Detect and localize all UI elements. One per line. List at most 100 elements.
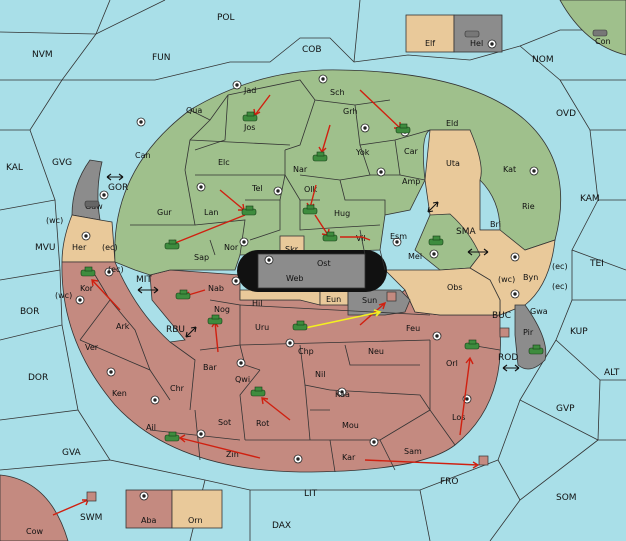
fleet-icon[interactable] — [84, 200, 100, 208]
order-rot-qwi — [261, 397, 291, 421]
label-skr: Skr — [285, 245, 299, 254]
army-units — [80, 111, 544, 442]
label-buc: BUC — [492, 311, 511, 321]
army-icon[interactable] — [312, 151, 328, 162]
label-sun: Sun — [362, 296, 377, 305]
province-elf[interactable] — [405, 14, 455, 53]
label-hil: Hil — [252, 299, 262, 308]
label-swm: SWM — [80, 513, 102, 523]
label-rie: Rie — [522, 202, 535, 211]
fleet-icon[interactable] — [464, 30, 480, 38]
label-hug: Hug — [334, 209, 350, 218]
label-mel: Mel — [408, 252, 422, 261]
label-gur: Gur — [157, 208, 172, 217]
label-web: Web — [286, 274, 303, 283]
label-nog: Nog — [214, 305, 230, 314]
label-jad: Jad — [243, 86, 256, 95]
label-coast-kor-ec: (ec) — [108, 265, 124, 274]
label-eun: Eun — [326, 295, 341, 304]
label-byn: Byn — [523, 273, 538, 282]
army-icon[interactable] — [302, 204, 318, 215]
label-los: Los — [452, 413, 465, 422]
label-rbu: RBU — [166, 325, 185, 335]
label-zin: Zin — [226, 450, 239, 459]
label-sch: Sch — [330, 88, 345, 97]
label-gvg: GVG — [52, 158, 72, 168]
label-sma: SMA — [456, 227, 476, 237]
label-yok: Yok — [355, 148, 370, 157]
army-icon[interactable] — [292, 320, 308, 331]
label-chr: Chr — [170, 384, 185, 393]
label-bar: Bar — [203, 363, 217, 372]
army-icon[interactable] — [164, 239, 180, 250]
label-kar: Kar — [342, 453, 356, 462]
canal-arrows — [106, 173, 520, 372]
label-lan: Lan — [204, 208, 218, 217]
army-icon[interactable] — [528, 344, 544, 355]
army-icon[interactable] — [241, 205, 257, 216]
label-grh: Grh — [343, 107, 357, 116]
label-her: Her — [72, 243, 87, 252]
army-icon[interactable] — [464, 339, 480, 350]
label-uta: Uta — [446, 159, 460, 168]
other-units — [84, 29, 608, 502]
army-icon[interactable] — [428, 235, 444, 246]
order-los-orl — [459, 356, 474, 436]
army-icon[interactable] — [175, 289, 191, 300]
dislodged-unit-icon[interactable] — [386, 291, 397, 302]
label-fro: FRO — [440, 477, 459, 487]
army-icon[interactable] — [164, 431, 180, 442]
dislodged-unit-icon[interactable] — [499, 327, 510, 338]
red-borders — [79, 274, 501, 473]
label-hel: Hel — [470, 39, 483, 48]
label-con: Con — [595, 37, 611, 46]
label-nil: Nil — [315, 370, 325, 379]
label-esm: Esm — [390, 232, 407, 241]
army-icon[interactable] — [207, 314, 223, 325]
canal-bri — [467, 248, 489, 256]
label-nom: NOM — [532, 55, 554, 65]
army-icon[interactable] — [395, 123, 411, 134]
label-coast-her-ec: (ec) — [102, 243, 118, 252]
support-uru-sun — [304, 309, 382, 329]
label-obs: Obs — [447, 283, 463, 292]
army-icon[interactable] — [250, 386, 266, 397]
label-vil: Vil — [356, 234, 366, 243]
fleet-icon[interactable] — [592, 29, 608, 37]
label-ver: Ver — [85, 343, 99, 352]
label-kup: KUP — [570, 327, 588, 337]
canal-rod — [502, 364, 520, 372]
label-bri: Bri — [490, 220, 501, 229]
province-orn[interactable] — [171, 489, 223, 529]
label-eld: Eld — [446, 119, 458, 128]
label-gwa: Gwa — [530, 307, 548, 316]
province-uta-bri-byn[interactable] — [424, 129, 556, 316]
dislodged-unit-icon[interactable] — [478, 455, 489, 466]
label-dax: DAX — [272, 521, 291, 531]
dislodged-unit-icon[interactable] — [86, 491, 97, 502]
label-mvu: MVU — [35, 243, 56, 253]
label-kat: Kat — [503, 165, 516, 174]
label-uru: Uru — [255, 323, 269, 332]
label-gvp: GVP — [556, 404, 575, 414]
red-labels: Kor Nab Nog Ark Uru Feu Ver Chp Neu Bar … — [80, 284, 465, 462]
label-coast-her-wc: (wc) — [46, 216, 63, 225]
label-rot: Rot — [256, 419, 269, 428]
army-icon[interactable] — [80, 266, 96, 277]
label-coast-gwa-ec: (ec) — [552, 282, 568, 291]
label-gva: GVA — [62, 448, 82, 458]
province-web-ost[interactable] — [257, 253, 366, 289]
canal-sma — [427, 201, 439, 213]
label-orn: Orn — [188, 516, 203, 525]
label-ail: Ail — [146, 423, 156, 432]
label-ost: Ost — [317, 259, 331, 268]
label-jos: Jos — [243, 123, 255, 132]
label-aba: Aba — [141, 516, 157, 525]
label-orl: Orl — [446, 359, 458, 368]
army-icon[interactable] — [242, 111, 258, 122]
canal-rbu — [185, 326, 197, 338]
label-kor: Kor — [80, 284, 94, 293]
army-icon[interactable] — [322, 231, 338, 242]
